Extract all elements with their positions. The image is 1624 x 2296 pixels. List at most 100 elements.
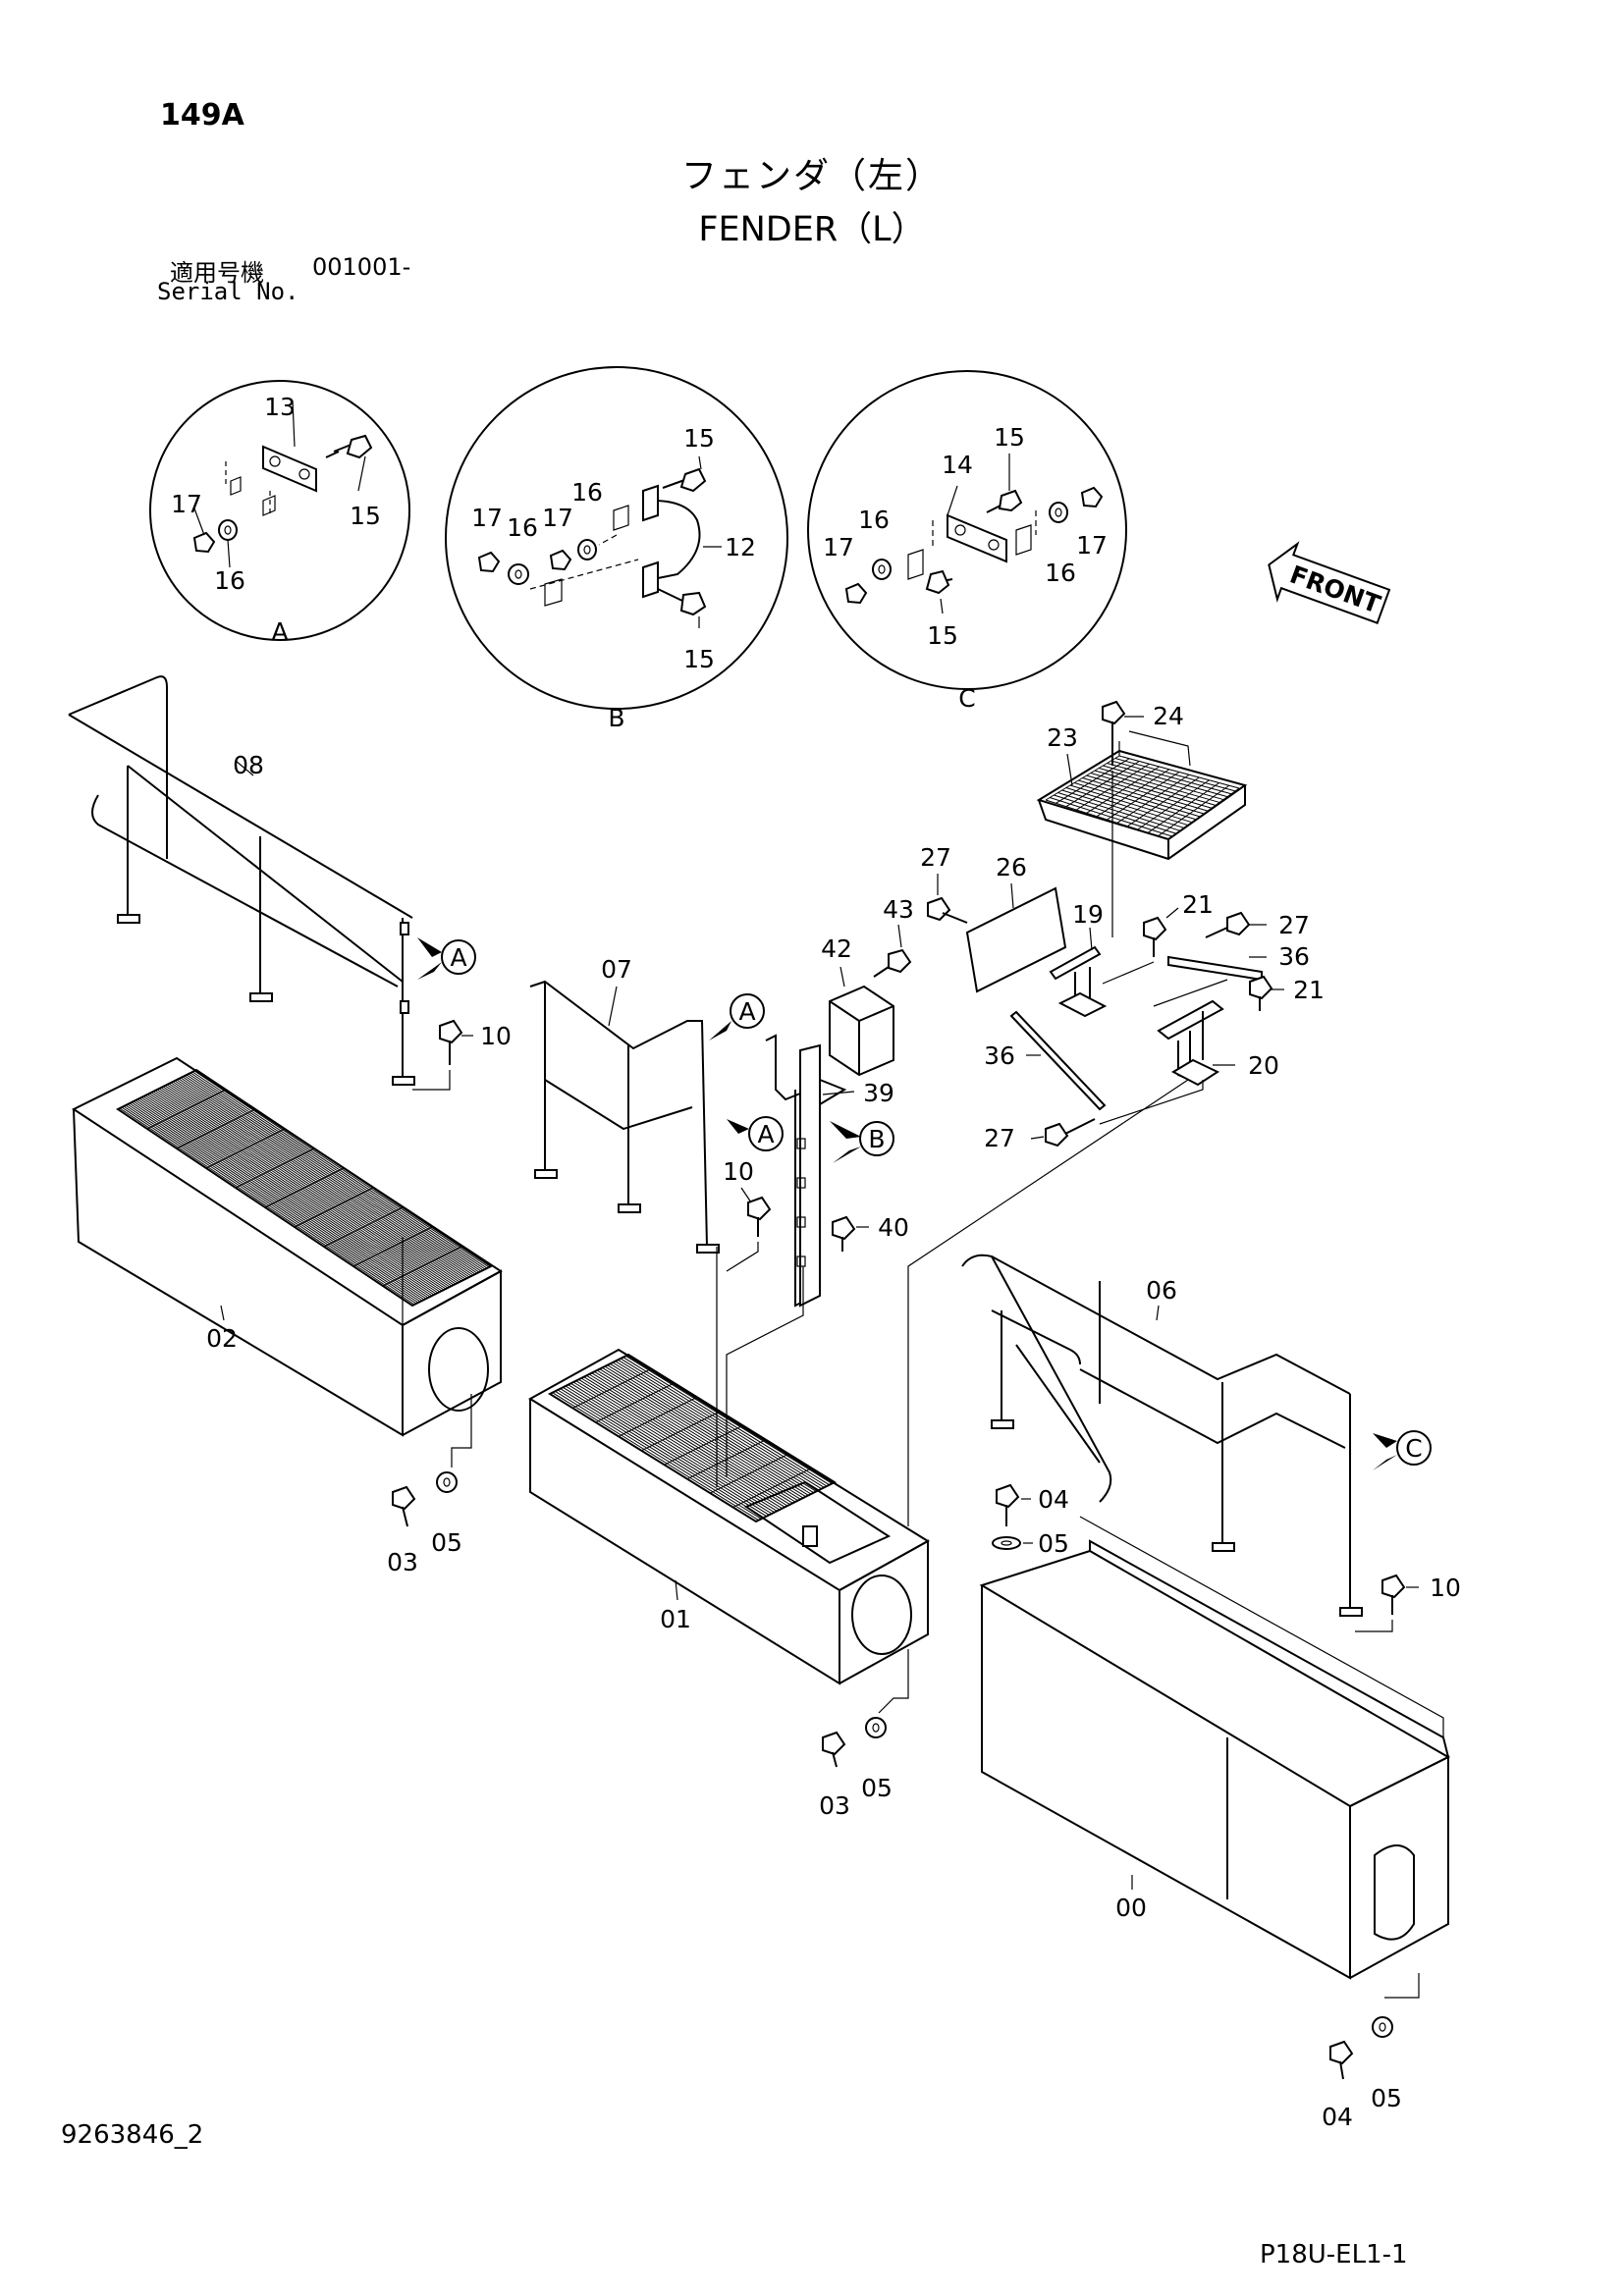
drawing-number: 9263846_2 (61, 2120, 204, 2150)
handrail-06[interactable]: 06 C (961, 1254, 1432, 1617)
washer-16-b1 (508, 563, 529, 585)
detail-b-circle (445, 366, 788, 710)
bracket-14-shape (947, 513, 1007, 563)
detail-c[interactable]: 14 15 15 17 16 16 17 C (807, 370, 1127, 713)
step-23[interactable]: 23 24 (1036, 700, 1248, 937)
label-42: 42 (821, 934, 852, 963)
detail-a[interactable]: 13 15 17 16 A (149, 380, 410, 646)
label-15-b-top: 15 (683, 424, 715, 453)
junction-box-42[interactable]: 42 43 (821, 895, 914, 1077)
label-01: 01 (660, 1605, 691, 1633)
detail-c-label: C (958, 684, 975, 713)
serial-label-english: Serial No. (157, 278, 299, 305)
nut-17-c2 (1080, 486, 1104, 508)
fasteners-04-05-upper: 04 05 (992, 1483, 1069, 1558)
label-24: 24 (1153, 702, 1184, 730)
label-04-lower: 04 (1322, 2103, 1353, 2131)
nut-17-c1 (844, 582, 868, 605)
fender-01[interactable]: 01 (528, 1069, 1204, 1685)
fasteners-03-05-center: 03 05 (819, 1649, 909, 1820)
label-05-center: 05 (861, 1774, 893, 1802)
label-36-upper: 36 (1278, 942, 1310, 971)
label-16-c1: 16 (858, 506, 890, 534)
label-21-top: 21 (1182, 890, 1214, 919)
label-17-c2: 17 (1076, 531, 1108, 560)
label-16-a: 16 (214, 566, 245, 595)
serial-label-japanese: 適用号機 (170, 259, 264, 287)
label-05-upper: 05 (1038, 1529, 1069, 1558)
stay-36-lower[interactable]: 36 27 (984, 1010, 1107, 1152)
washer-16-b2 (577, 539, 597, 561)
label-03-left: 03 (387, 1548, 418, 1576)
page-code: 149A (160, 98, 244, 133)
label-27-top: 27 (920, 843, 951, 872)
label-12-b: 12 (725, 533, 756, 561)
label-17-a: 17 (171, 490, 202, 518)
label-06: 06 (1146, 1276, 1177, 1305)
label-02: 02 (206, 1324, 238, 1353)
grating-23 (1045, 755, 1240, 840)
label-08: 08 (233, 751, 264, 779)
front-arrow: FRONT (1268, 541, 1391, 624)
detail-a-label: A (271, 617, 288, 646)
bolt-10-right: 10 (1355, 1574, 1461, 1632)
detail-c-circle (807, 370, 1127, 690)
nut-17-b1 (477, 551, 501, 573)
label-13-a: 13 (264, 393, 296, 421)
label-26: 26 (996, 853, 1027, 881)
label-17-b1: 17 (471, 504, 503, 532)
plate-26[interactable]: 26 27 (920, 843, 1067, 993)
callout-a-07-top: A (738, 997, 755, 1026)
label-16-b2: 16 (571, 478, 603, 507)
bracket-13-shape (262, 445, 317, 493)
label-04-upper: 04 (1038, 1485, 1069, 1514)
front-label: FRONT (1286, 561, 1384, 619)
stay-36-upper[interactable]: 27 36 21 (1153, 911, 1325, 1011)
label-03-center: 03 (819, 1791, 850, 1820)
label-36-lower: 36 (984, 1041, 1015, 1070)
handrail-07[interactable]: 07 A A (529, 955, 784, 1254)
label-10-right: 10 (1430, 1574, 1461, 1602)
label-19: 19 (1072, 900, 1104, 929)
fender-00[interactable]: 00 (979, 1516, 1451, 1999)
washer-16-c2 (1049, 502, 1068, 523)
label-20: 20 (1248, 1051, 1279, 1080)
fasteners-03-05-left: 03 05 (387, 1394, 472, 1576)
bracket-39[interactable]: 39 B (765, 1034, 894, 1308)
label-16-c2: 16 (1045, 559, 1076, 587)
title-japanese: フェンダ（左） (680, 156, 943, 196)
title-english: FENDER（L） (698, 210, 926, 249)
bracket-20[interactable]: 20 (1099, 999, 1279, 1125)
label-40: 40 (878, 1213, 909, 1242)
fasteners-04-05-lower: 04 05 (1322, 2016, 1402, 2131)
detail-b-label: B (608, 704, 624, 732)
bolt-10-left: 10 (412, 1019, 512, 1091)
label-10-center: 10 (723, 1157, 754, 1186)
grating-02 (117, 1069, 492, 1307)
grating-01 (549, 1354, 836, 1522)
label-17-b2: 17 (542, 504, 573, 532)
label-00: 00 (1115, 1894, 1147, 1922)
label-17-c1: 17 (823, 533, 854, 561)
label-07: 07 (601, 955, 632, 984)
callout-b: B (868, 1125, 885, 1153)
bracket-19[interactable]: 19 21 (1049, 890, 1214, 1018)
fender-02[interactable]: 02 (71, 1056, 503, 1437)
label-16-b1: 16 (507, 513, 538, 542)
label-21-right: 21 (1293, 976, 1325, 1004)
label-14-c: 14 (942, 451, 973, 479)
label-15-b-bottom: 15 (683, 645, 715, 673)
detail-a-circle (149, 380, 410, 641)
serial-number-value: 001001- (312, 253, 411, 281)
bolt-40: 40 (832, 1213, 909, 1252)
label-05-lower: 05 (1371, 2084, 1402, 2112)
label-15-a: 15 (350, 502, 381, 530)
detail-b[interactable]: 15 12 15 17 16 17 16 B (445, 366, 788, 732)
label-15-c-bottom: 15 (927, 621, 958, 650)
washer-16-c1 (872, 559, 892, 580)
sheet-code: P18U-EL1-1 (1260, 2240, 1408, 2269)
label-23: 23 (1047, 723, 1078, 752)
label-05-left: 05 (431, 1528, 462, 1557)
bolt-10-center: 10 (723, 1157, 772, 1272)
handrail-08[interactable]: 08 A (68, 675, 476, 1086)
